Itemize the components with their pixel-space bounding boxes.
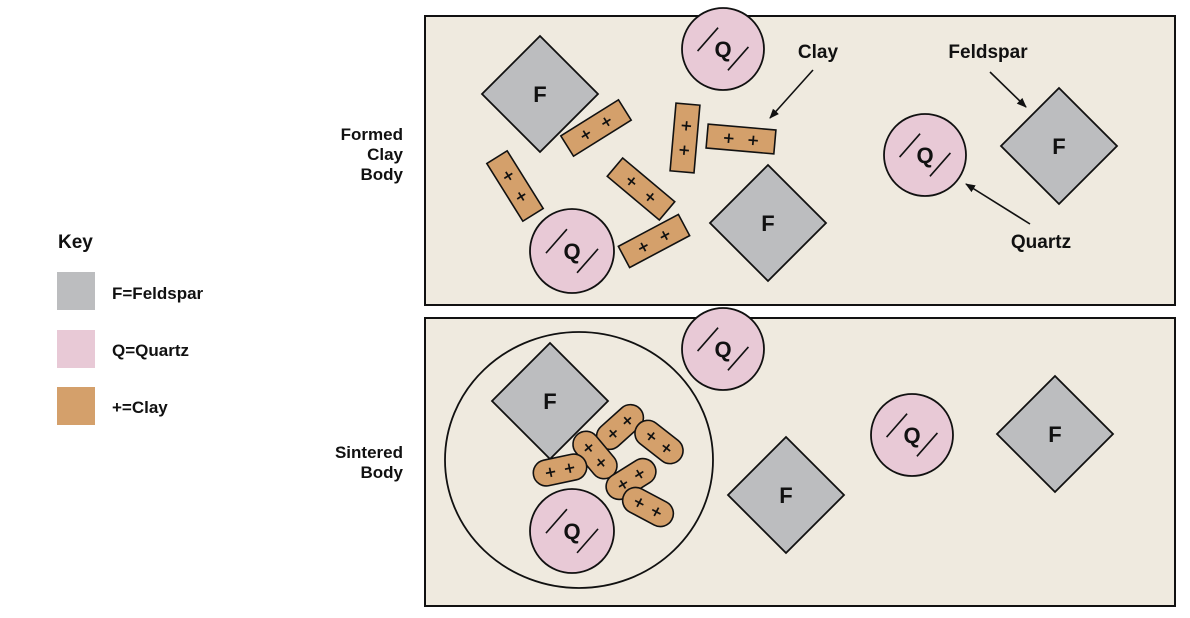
formed-label-line-2: Clay (367, 145, 403, 164)
quartz-cleavage-line (929, 152, 952, 177)
feldspar-particle: F (708, 163, 828, 283)
quartz-particle: Q (529, 488, 615, 574)
legend-label-quartz: Q=Quartz (112, 341, 189, 360)
clay-plate (621, 486, 675, 528)
quartz-circle (681, 7, 765, 91)
clay-plate (669, 102, 701, 174)
clay-plus-glyph: + (561, 458, 577, 478)
quartz-particle: Q (529, 208, 615, 294)
formed-label-line-3: Body (361, 165, 404, 184)
clay-particle: ++ (572, 430, 618, 480)
clay-particle: ++ (705, 123, 777, 155)
quartz-circle (883, 113, 967, 197)
panel-label-sintered: Sintered Body (335, 443, 404, 482)
legend-swatch-clay (57, 387, 95, 425)
quartz-cleavage-line (727, 46, 750, 71)
quartz-glyph: Q (563, 239, 580, 264)
feldspar-glyph: F (543, 389, 556, 414)
quartz-particle: Q (681, 7, 765, 91)
quartz-particle: Q (870, 393, 954, 477)
callout-quartz-arrow (965, 183, 1031, 225)
callout-feldspar-label: Feldspar (948, 42, 1028, 63)
quartz-cleavage-line (898, 133, 921, 158)
quartz-cleavage-line (696, 327, 719, 352)
clay-particle: ++ (669, 102, 701, 174)
quartz-glyph: Q (714, 337, 731, 362)
quartz-cleavage-line (576, 248, 599, 274)
feldspar-diamond (999, 86, 1119, 206)
clay-particle: ++ (559, 98, 633, 158)
sintered-label-line-2: Body (361, 463, 404, 482)
quartz-glyph: Q (903, 423, 920, 448)
panel-label-formed: Formed Clay Body (341, 125, 404, 184)
legend: Key F=Feldspar Q=Quartz +=Clay (57, 232, 204, 425)
legend-label-clay: +=Clay (112, 398, 168, 417)
clay-plate (705, 123, 777, 155)
legend-swatch-feldspar (57, 272, 95, 310)
quartz-cleavage-line (576, 528, 599, 554)
legend-title: Key (58, 232, 93, 253)
legend-label-feldspar: F=Feldspar (112, 284, 204, 303)
clay-plus-glyph: + (722, 128, 736, 147)
callout-clay-arrow (769, 69, 814, 119)
callout-clay: Clay (769, 42, 839, 119)
clay-plate (559, 98, 633, 158)
quartz-glyph: Q (563, 519, 580, 544)
feldspar-glyph: F (779, 483, 792, 508)
quartz-cleavage-line (885, 413, 908, 438)
callout-quartz-label: Quartz (1011, 232, 1071, 253)
feldspar-diamond (995, 374, 1115, 494)
quartz-cleavage-line (545, 508, 568, 534)
clay-particle: ++ (617, 213, 691, 269)
feldspar-particle: F (999, 86, 1119, 206)
formed-label-line-1: Formed (341, 125, 403, 144)
clay-plate (485, 149, 545, 223)
clay-plate (606, 156, 676, 222)
quartz-glyph: Q (916, 143, 933, 168)
clay-particle: ++ (621, 486, 675, 528)
feldspar-diamond (726, 435, 846, 555)
quartz-cleavage-line (916, 432, 939, 457)
quartz-circle (529, 208, 615, 294)
callout-quartz: Quartz (965, 183, 1071, 253)
quartz-particle: Q (681, 307, 765, 391)
quartz-circle (870, 393, 954, 477)
clay-plus-glyph: + (746, 131, 760, 150)
feldspar-glyph: F (1048, 422, 1061, 447)
feldspar-glyph: F (1052, 134, 1065, 159)
clay-plate (532, 453, 588, 487)
quartz-cleavage-line (696, 27, 719, 52)
feldspar-particle: F (995, 374, 1115, 494)
callout-clay-label: Clay (798, 42, 839, 63)
feldspar-diamond (708, 163, 828, 283)
clay-plate (634, 419, 684, 465)
quartz-circle (681, 307, 765, 391)
clay-plus-glyph: + (542, 462, 558, 482)
clay-particle: ++ (634, 419, 684, 465)
clay-particle: ++ (606, 156, 676, 222)
quartz-cleavage-line (727, 346, 750, 371)
clay-particle: ++ (532, 453, 588, 487)
feldspar-diamond (480, 34, 600, 154)
clay-plus-glyph: + (674, 143, 693, 157)
sintered-label-line-1: Sintered (335, 443, 403, 462)
quartz-cleavage-line (545, 228, 568, 254)
feldspar-glyph: F (533, 82, 546, 107)
quartz-circle (529, 488, 615, 574)
sintered-agglomerate-boundary (444, 331, 714, 589)
callout-feldspar-arrow (989, 71, 1027, 108)
quartz-particle: Q (883, 113, 967, 197)
callout-feldspar: Feldspar (948, 42, 1028, 108)
feldspar-particle: F (480, 34, 600, 154)
legend-swatch-quartz (57, 330, 95, 368)
quartz-glyph: Q (714, 37, 731, 62)
clay-plate (617, 213, 691, 269)
clay-particle: ++ (485, 149, 545, 223)
feldspar-particle: F (726, 435, 846, 555)
feldspar-glyph: F (761, 211, 774, 236)
clay-plus-glyph: + (677, 119, 696, 133)
